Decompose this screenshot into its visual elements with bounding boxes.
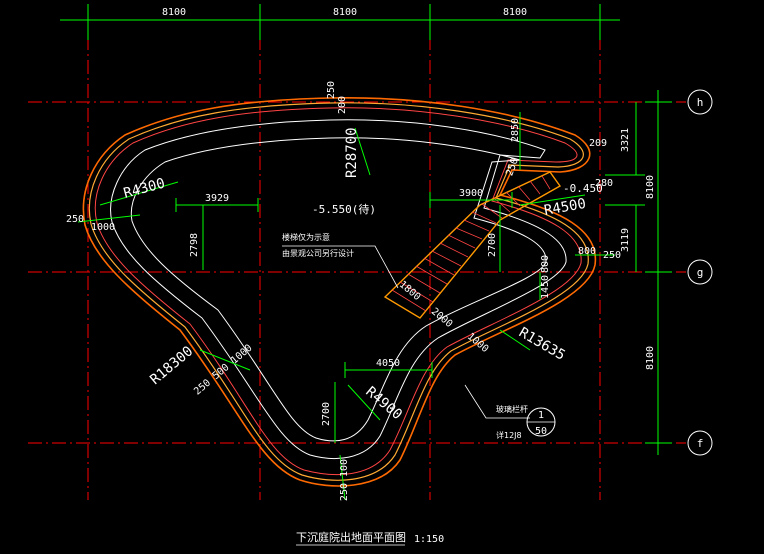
dim-2700-lower: 2700 [321, 402, 332, 426]
inner-line-2 [130, 137, 547, 442]
inner-line-1 [110, 119, 567, 460]
dim-2700-upper: 2700 [487, 233, 498, 257]
right-dim-3321: 3321 [620, 128, 631, 152]
pit-outline [82, 97, 597, 487]
right-dim-lower: 8100 [645, 346, 656, 370]
outer-wall-line-3 [94, 107, 582, 476]
axis-label-g: g [697, 266, 704, 279]
top-dim-1: 8100 [162, 7, 186, 18]
axis-label-f: f [697, 437, 704, 450]
dim-2798: 2798 [189, 233, 200, 257]
stair-note: 楼梯仅为示意 由景观公司另行设计 [282, 232, 399, 289]
level-top: -0.450 [563, 182, 603, 195]
outer-wall-line [82, 97, 597, 487]
dim-1450: 1450 [540, 275, 551, 299]
note-line-1: 楼梯仅为示意 [282, 232, 330, 242]
axis-bubbles: h g f [687, 89, 713, 456]
note-line-2: 由景观公司另行设计 [282, 248, 354, 258]
axis-bubble-g [687, 259, 713, 285]
dim-3929: 3929 [205, 193, 229, 204]
top-dim-2: 8100 [333, 7, 357, 18]
outer-wall-line-2 [88, 102, 589, 481]
axis-label-h: h [697, 96, 704, 109]
dim-3900: 3900 [459, 188, 483, 199]
top-dim-3: 8100 [503, 7, 527, 18]
dim-800-right: 800 [578, 246, 596, 257]
right-dim-3119: 3119 [620, 228, 631, 252]
right-dim-209: 209 [589, 138, 607, 149]
railing-ref: 详12J8 [496, 430, 522, 440]
stair-treads [391, 175, 551, 312]
drawing-title: 下沉庭院出地面平面图 [296, 530, 406, 544]
stair [383, 171, 562, 319]
detail-number: 1 [538, 410, 544, 421]
detail-sheet: 50 [535, 426, 547, 437]
level-floor: -5.550(待) [312, 202, 376, 216]
right-dimension-chain [605, 90, 672, 455]
dim-250-left: 250 [66, 214, 84, 225]
dim-250-right-2: 250 [603, 250, 621, 261]
dim-250-top: 250 [326, 81, 337, 99]
railing-label: 玻璃栏杆 [496, 404, 528, 414]
right-dim-280: 280 [595, 178, 613, 189]
axis-bubble-f [687, 430, 713, 456]
interior-dim-lines [77, 112, 615, 501]
dim-2850: 2850 [510, 118, 521, 142]
dim-bottom-stack: 250 100 [339, 459, 350, 501]
radius-r28700: R28700 [344, 127, 360, 178]
top-dimension-chain [60, 4, 620, 40]
dim-100: 800 [540, 255, 551, 273]
drawing-scale: 1:150 [414, 534, 444, 545]
dim-200-top: 200 [337, 96, 348, 114]
right-dim-upper: 8100 [645, 175, 656, 199]
axis-bubble-h [687, 89, 713, 115]
dim-4050: 4050 [376, 358, 400, 369]
radius-r4500: R4500 [543, 196, 587, 219]
stair-outline [383, 171, 562, 319]
axis-lines [28, 12, 686, 500]
railing-callout: 玻璃栏杆 详12J8 1 50 [464, 384, 556, 440]
dim-1000-left: 1000 [91, 222, 115, 233]
